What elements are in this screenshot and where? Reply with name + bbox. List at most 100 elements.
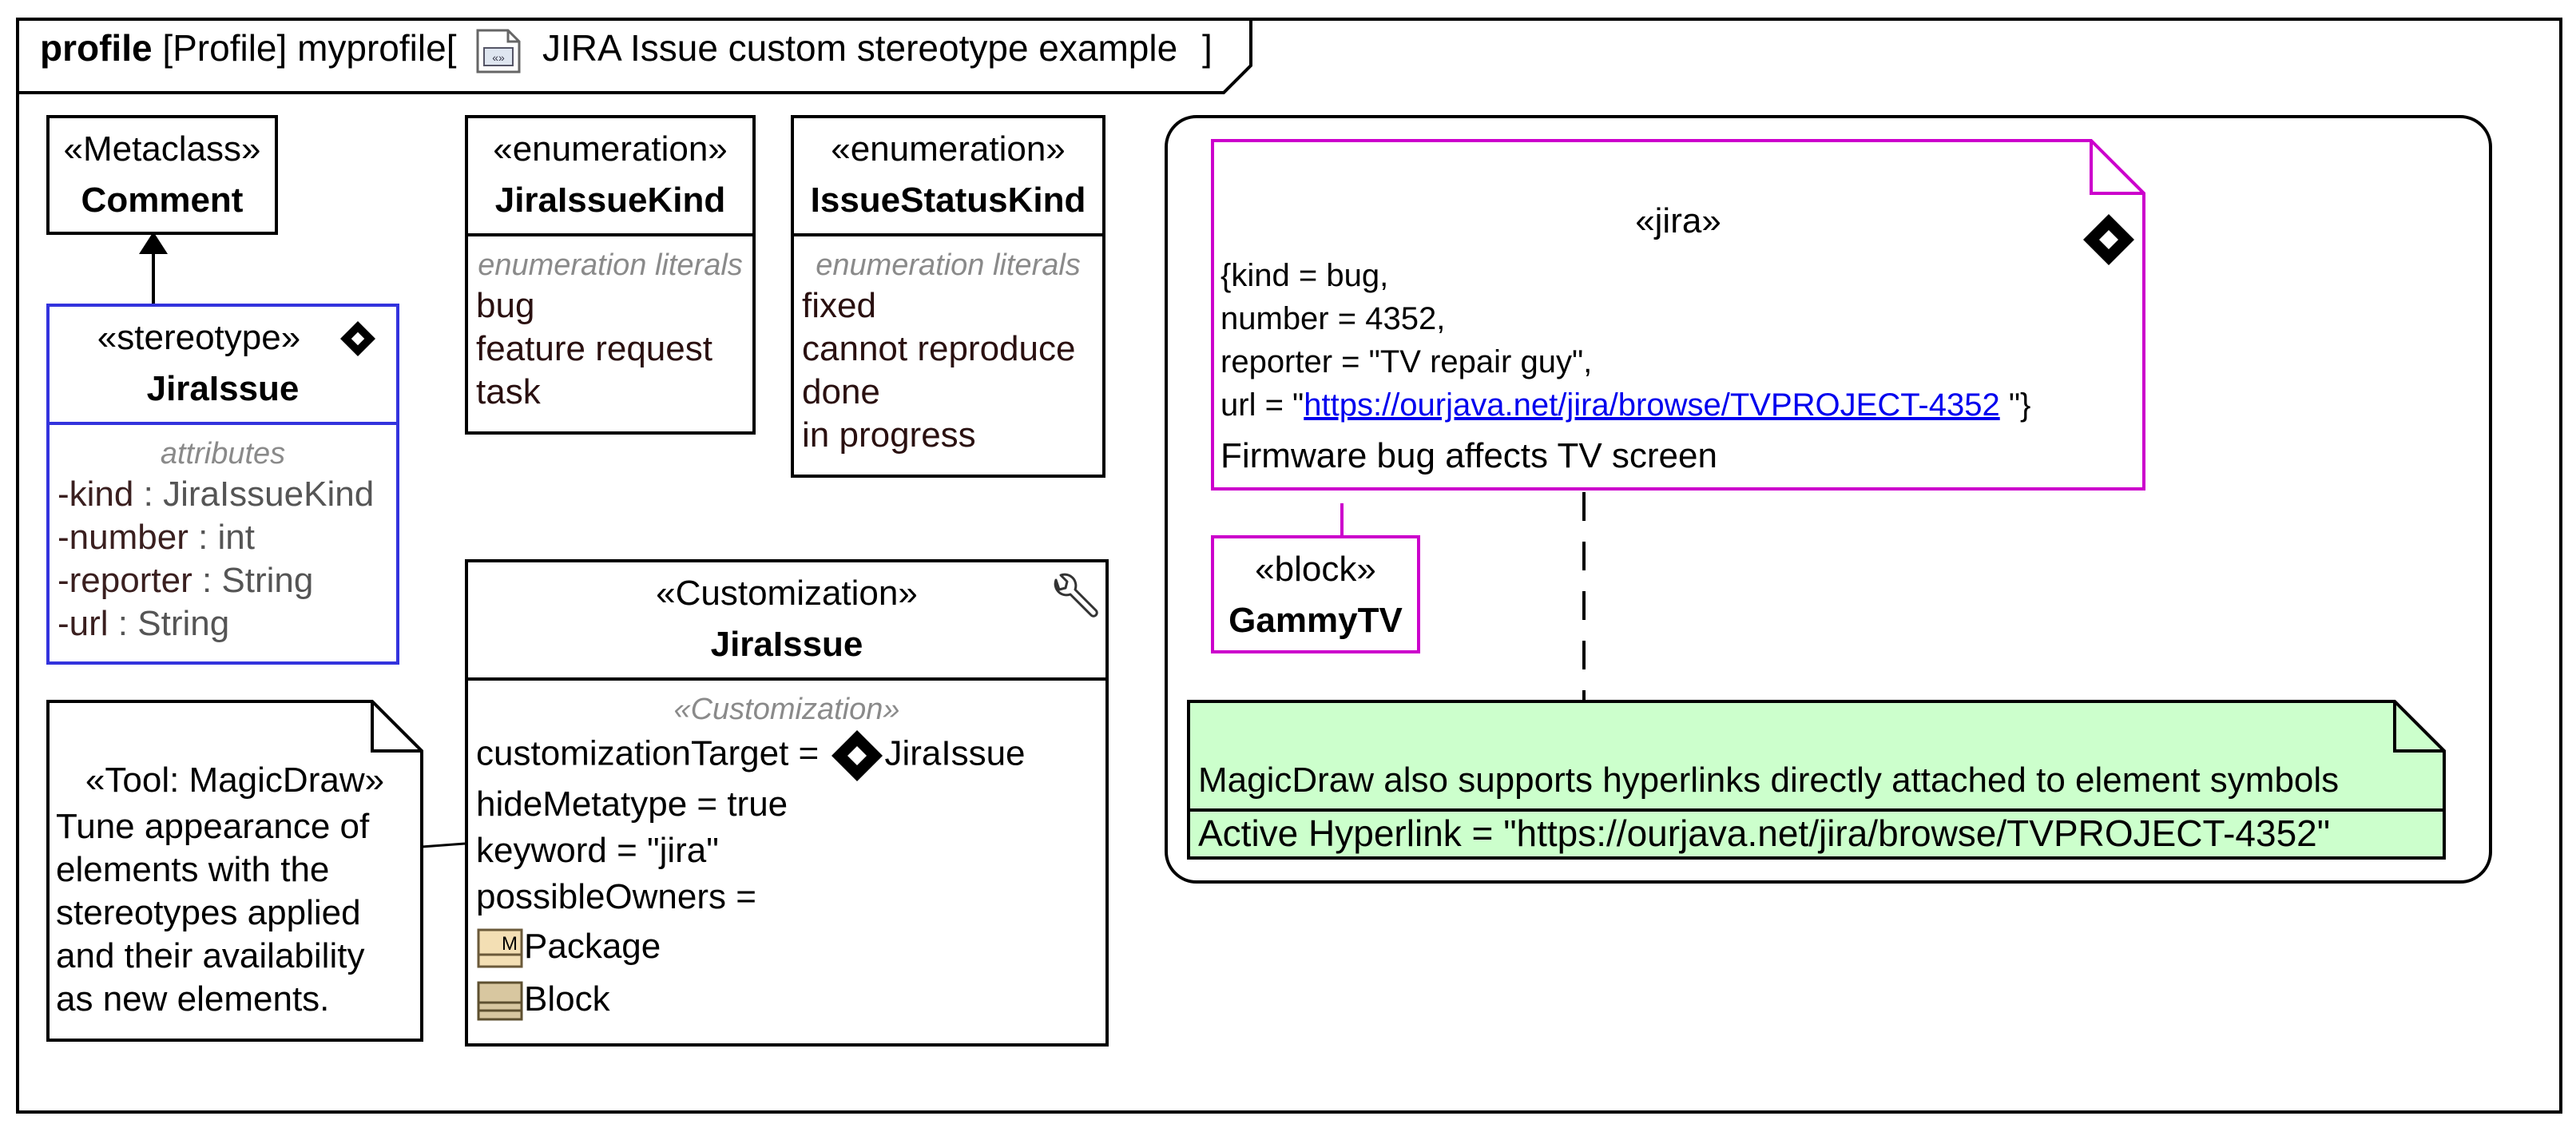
owner-block-row[interactable]: Block bbox=[476, 973, 1026, 1026]
diagram-icon: «» bbox=[473, 27, 526, 75]
jira-stereotype: «jira» bbox=[1635, 201, 1721, 240]
attributes-list: -kind : JiraIssueKind -number : int -rep… bbox=[58, 473, 374, 645]
enum-section-label: enumeration literals bbox=[816, 248, 1081, 282]
enum-literal[interactable]: task bbox=[476, 372, 541, 411]
enum-name: IssueStatusKind bbox=[810, 181, 1086, 220]
package-icon-letter: M bbox=[502, 933, 518, 955]
enum-jiraissuekind-box[interactable]: «enumeration» JiraIssueKind enumeration … bbox=[465, 115, 756, 435]
diamond-icon bbox=[340, 321, 375, 356]
tool-note-line: Tune appearance of bbox=[56, 807, 370, 846]
jira-tag-line: {kind = bug, bbox=[1221, 258, 1389, 293]
enum-literal[interactable]: done bbox=[802, 372, 880, 411]
enum-stereotype: «enumeration» bbox=[831, 129, 1066, 169]
possible-owners-label[interactable]: possibleOwners = bbox=[476, 877, 756, 916]
package-icon: M bbox=[477, 928, 523, 968]
attribute-row[interactable]: -kind : JiraIssueKind bbox=[58, 473, 374, 516]
attribute-row[interactable]: -url : String bbox=[58, 602, 374, 645]
jira-tag-line: number = 4352, bbox=[1221, 301, 1446, 336]
jira-tag-line: reporter = "TV repair guy", bbox=[1221, 344, 1593, 379]
attribute-row[interactable]: -reporter : String bbox=[58, 559, 374, 602]
active-hyperlink[interactable]: Active Hyperlink = "https://ourjava.net/… bbox=[1198, 812, 2331, 854]
block-name: GammyTV bbox=[1228, 601, 1403, 640]
attribute-row[interactable]: -number : int bbox=[58, 516, 374, 559]
enum-issuestatuskind-box[interactable]: «enumeration» IssueStatusKind enumeratio… bbox=[791, 115, 1105, 478]
tool-note-line: elements with the bbox=[56, 850, 330, 889]
frame-open-bracket: [ bbox=[446, 27, 457, 69]
stereotype-jiraissue-box[interactable]: «stereotype» JiraIssue attributes -kind … bbox=[46, 304, 399, 665]
tool-note-line: stereotypes applied bbox=[56, 893, 361, 932]
attribute-type: String bbox=[221, 561, 314, 600]
frame-name: myprofile bbox=[297, 27, 447, 69]
customization-target-label: customizationTarget = bbox=[476, 733, 820, 773]
wrench-icon bbox=[1054, 573, 1098, 618]
enum-section-label: enumeration literals bbox=[478, 248, 743, 282]
diamond-icon bbox=[2083, 214, 2134, 265]
metaclass-stereotype: «Metaclass» bbox=[63, 129, 261, 169]
customization-stereotype: «Customization» bbox=[656, 574, 918, 613]
frame-header-tab bbox=[16, 18, 1252, 94]
attribute-sep: : bbox=[192, 561, 222, 600]
customization-target-row[interactable]: customizationTarget = JiraIssue bbox=[476, 730, 1026, 781]
attribute-type: String bbox=[137, 604, 230, 643]
tool-note-line: and their availability bbox=[56, 936, 365, 975]
block-gammytv-box[interactable]: «block» GammyTV bbox=[1211, 535, 1420, 653]
metaclass-name: Comment bbox=[81, 181, 244, 220]
enum-divider bbox=[794, 233, 1102, 236]
diamond-icon bbox=[832, 730, 883, 781]
attribute-sep: : bbox=[188, 518, 218, 557]
enum-literal[interactable]: cannot reproduce bbox=[802, 329, 1076, 368]
hyperlink-note-text: MagicDraw also supports hyperlinks direc… bbox=[1198, 761, 2340, 800]
hyperlink-note[interactable]: MagicDraw also supports hyperlinks direc… bbox=[1187, 700, 2446, 860]
frame-diagram-name: JIRA Issue custom stereotype example bbox=[542, 27, 1178, 69]
tool-note-line: as new elements. bbox=[56, 979, 330, 1019]
attribute-name: -number bbox=[58, 518, 189, 557]
jira-url-link[interactable]: https://ourjava.net/jira/browse/TVPROJEC… bbox=[1304, 387, 2000, 423]
stereotype-divider bbox=[50, 422, 396, 425]
hyperlink-example-container bbox=[1165, 115, 2492, 884]
attribute-name: -kind bbox=[58, 475, 134, 514]
enum-name: JiraIssueKind bbox=[494, 181, 726, 220]
stereotype-keyword: «stereotype» bbox=[97, 318, 301, 357]
svg-text:«»: «» bbox=[492, 51, 505, 64]
frame-title: profile [Profile] myprofile[ «» JIRA Iss… bbox=[40, 24, 1213, 75]
owner-package-row[interactable]: M Package bbox=[476, 920, 1026, 973]
tool-note-anchor bbox=[421, 842, 466, 848]
attribute-name: -reporter bbox=[58, 561, 193, 600]
frame-close-bracket: ] bbox=[1201, 27, 1213, 69]
enum-literal[interactable]: feature request bbox=[476, 329, 712, 368]
enum-literal[interactable]: in progress bbox=[802, 415, 976, 455]
tool-note-stereotype: «Tool: MagicDraw» bbox=[85, 761, 385, 800]
jira-comment[interactable]: «jira» {kind = bug, number = 4352, repor… bbox=[1211, 139, 2145, 491]
diagram-frame bbox=[16, 18, 2562, 1114]
keyword-row[interactable]: keyword = "jira" bbox=[476, 831, 719, 870]
frame-type-tag: [Profile] bbox=[162, 27, 288, 69]
attributes-section-label: attributes bbox=[160, 437, 286, 471]
attribute-type: int bbox=[217, 518, 256, 557]
owner-block-label: Block bbox=[524, 979, 610, 1019]
customization-jiraissue-box[interactable]: «Customization» JiraIssue «Customization… bbox=[465, 559, 1109, 1047]
jira-url-row: url = "https://ourjava.net/jira/browse/T… bbox=[1221, 383, 2030, 427]
owner-package-label: Package bbox=[524, 927, 661, 966]
attribute-name: -url bbox=[58, 604, 109, 643]
customization-section-label: «Customization» bbox=[673, 693, 900, 726]
hide-metatype-row[interactable]: hideMetatype = true bbox=[476, 784, 788, 824]
customization-target-value: JiraIssue bbox=[884, 733, 1026, 773]
jira-url-suffix: "} bbox=[1999, 387, 2031, 423]
customization-name: JiraIssue bbox=[710, 625, 863, 664]
attribute-sep: : bbox=[133, 475, 164, 514]
enum-literal[interactable]: fixed bbox=[802, 286, 876, 325]
customization-divider bbox=[468, 677, 1105, 681]
enum-literal[interactable]: bug bbox=[476, 286, 535, 325]
frame-kind: profile bbox=[40, 27, 153, 69]
attribute-type: JiraIssueKind bbox=[163, 475, 375, 514]
block-stereotype: «block» bbox=[1255, 550, 1376, 589]
jira-body: Firmware bug affects TV screen bbox=[1221, 436, 1717, 475]
tool-magicdraw-note[interactable]: «Tool: MagicDraw» Tune appearance of ele… bbox=[46, 700, 423, 1042]
metaclass-comment-box[interactable]: «Metaclass» Comment bbox=[46, 115, 278, 235]
block-icon bbox=[477, 981, 523, 1021]
enum-divider bbox=[468, 233, 752, 236]
stereotype-name: JiraIssue bbox=[146, 369, 300, 408]
enum-stereotype: «enumeration» bbox=[493, 129, 728, 169]
jira-url-prefix: url = " bbox=[1221, 387, 1304, 423]
